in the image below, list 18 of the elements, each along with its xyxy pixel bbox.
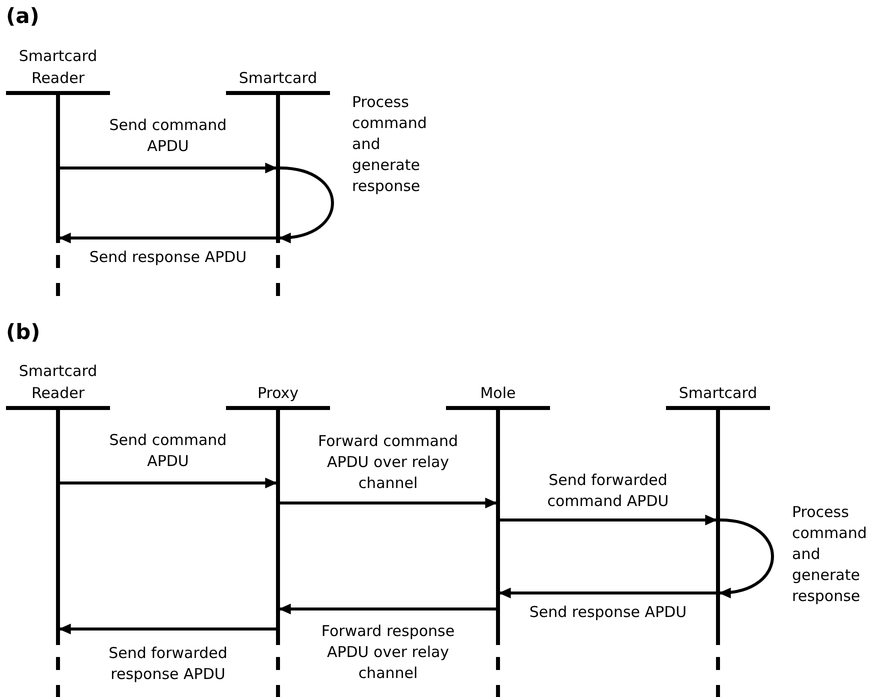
participant-name: Mole	[480, 383, 516, 404]
panel-label: (b)	[6, 320, 40, 344]
message-arrow	[60, 162, 278, 174]
message-arrow	[58, 232, 276, 244]
message-arrow	[718, 518, 774, 598]
participant-name: Proxy	[257, 383, 299, 404]
participant-name: Smartcard	[678, 383, 758, 404]
participant-name: Smartcard	[238, 68, 318, 89]
message-arrow	[58, 624, 276, 634]
message-arrow	[278, 604, 496, 614]
participant-name: Smartcard Reader	[18, 46, 98, 89]
message-arrow	[278, 166, 334, 242]
message-arrow	[60, 478, 278, 488]
participant-name: Smartcard Reader	[18, 361, 98, 404]
message-arrow	[280, 498, 498, 508]
panel-label: (a)	[6, 4, 40, 28]
message-arrow	[500, 514, 718, 526]
message-arrow	[498, 588, 716, 598]
